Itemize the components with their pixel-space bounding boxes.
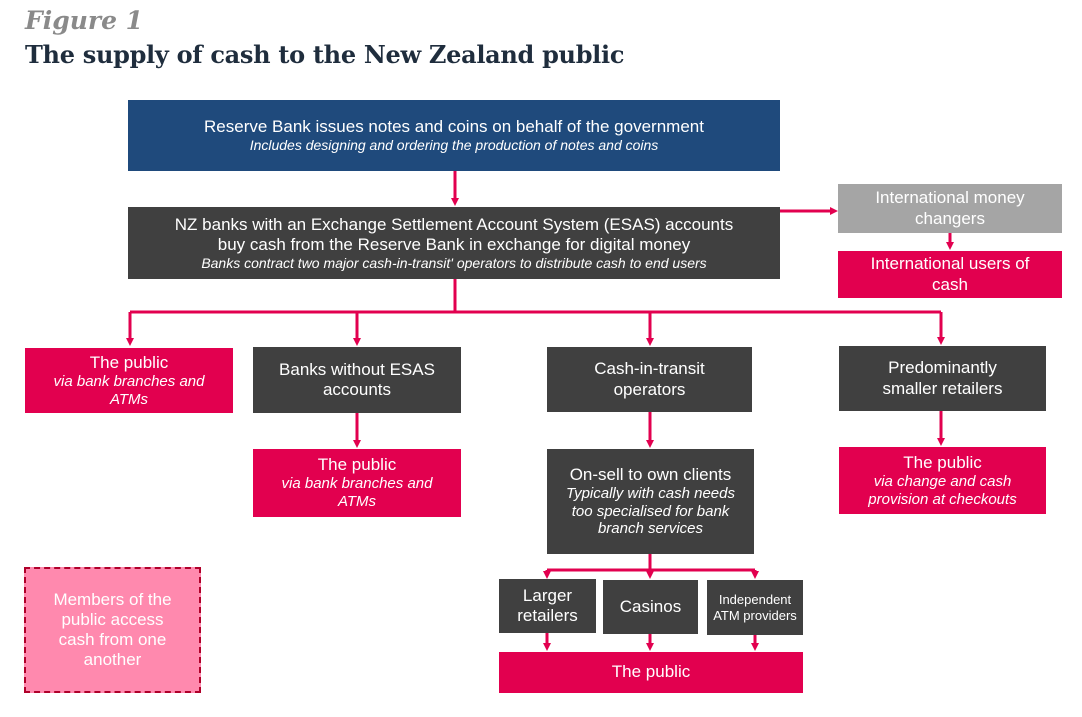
public-via-banks-node: The public via bank branches and ATMs <box>253 449 461 517</box>
cit-operators-node: Cash-in-transit operators <box>547 347 752 412</box>
node-subtitle: Includes designing and ordering the prod… <box>249 137 659 154</box>
node-subtitle: via change and cash provision at checkou… <box>868 472 1017 508</box>
page-title: The supply of cash to the New Zealand pu… <box>25 40 625 69</box>
reserve-bank-node: Reserve Bank issues notes and coins on b… <box>128 100 780 171</box>
members-public-node: Members of the public access cash from o… <box>24 567 201 693</box>
node-title-line1: NZ banks with an Exchange Settlement Acc… <box>174 214 734 234</box>
intl-money-changers-node: International money changers <box>838 184 1062 233</box>
node-subtitle: via bank branches and ATMs <box>53 372 205 408</box>
public-bottom-node: The public <box>499 652 803 693</box>
onsell-node: On-sell to own clients Typically with ca… <box>547 449 754 554</box>
intl-users-node: International users of cash <box>838 251 1062 298</box>
banks-without-esas-node: Banks without ESAS accounts <box>253 347 461 413</box>
node-subtitle: Typically with cash needs too specialise… <box>566 484 735 538</box>
node-subtitle: via bank branches and ATMs <box>281 475 433 511</box>
node-subtitle: Banks contract two major cash-in-transit… <box>201 254 707 271</box>
casinos-node: Casinos <box>603 580 698 634</box>
node-title: The public <box>903 452 982 472</box>
atm-providers-node: Independent ATM providers <box>707 580 803 635</box>
figure-label: Figure 1 <box>25 6 144 35</box>
node-title: Reserve Bank issues notes and coins on b… <box>204 117 704 137</box>
smaller-retailers-node: Predominantly smaller retailers <box>839 346 1046 411</box>
node-title: On-sell to own clients <box>569 464 732 484</box>
node-title: The public <box>317 455 397 475</box>
nz-banks-node: NZ banks with an Exchange Settlement Acc… <box>128 207 780 279</box>
node-title: The public <box>89 352 169 372</box>
larger-retailers-node: Larger retailers <box>499 579 596 633</box>
public-bank-branches-node: The public via bank branches and ATMs <box>25 348 233 413</box>
node-title-line2: buy cash from the Reserve Bank in exchan… <box>217 234 691 254</box>
public-checkouts-node: The public via change and cash provision… <box>839 447 1046 514</box>
